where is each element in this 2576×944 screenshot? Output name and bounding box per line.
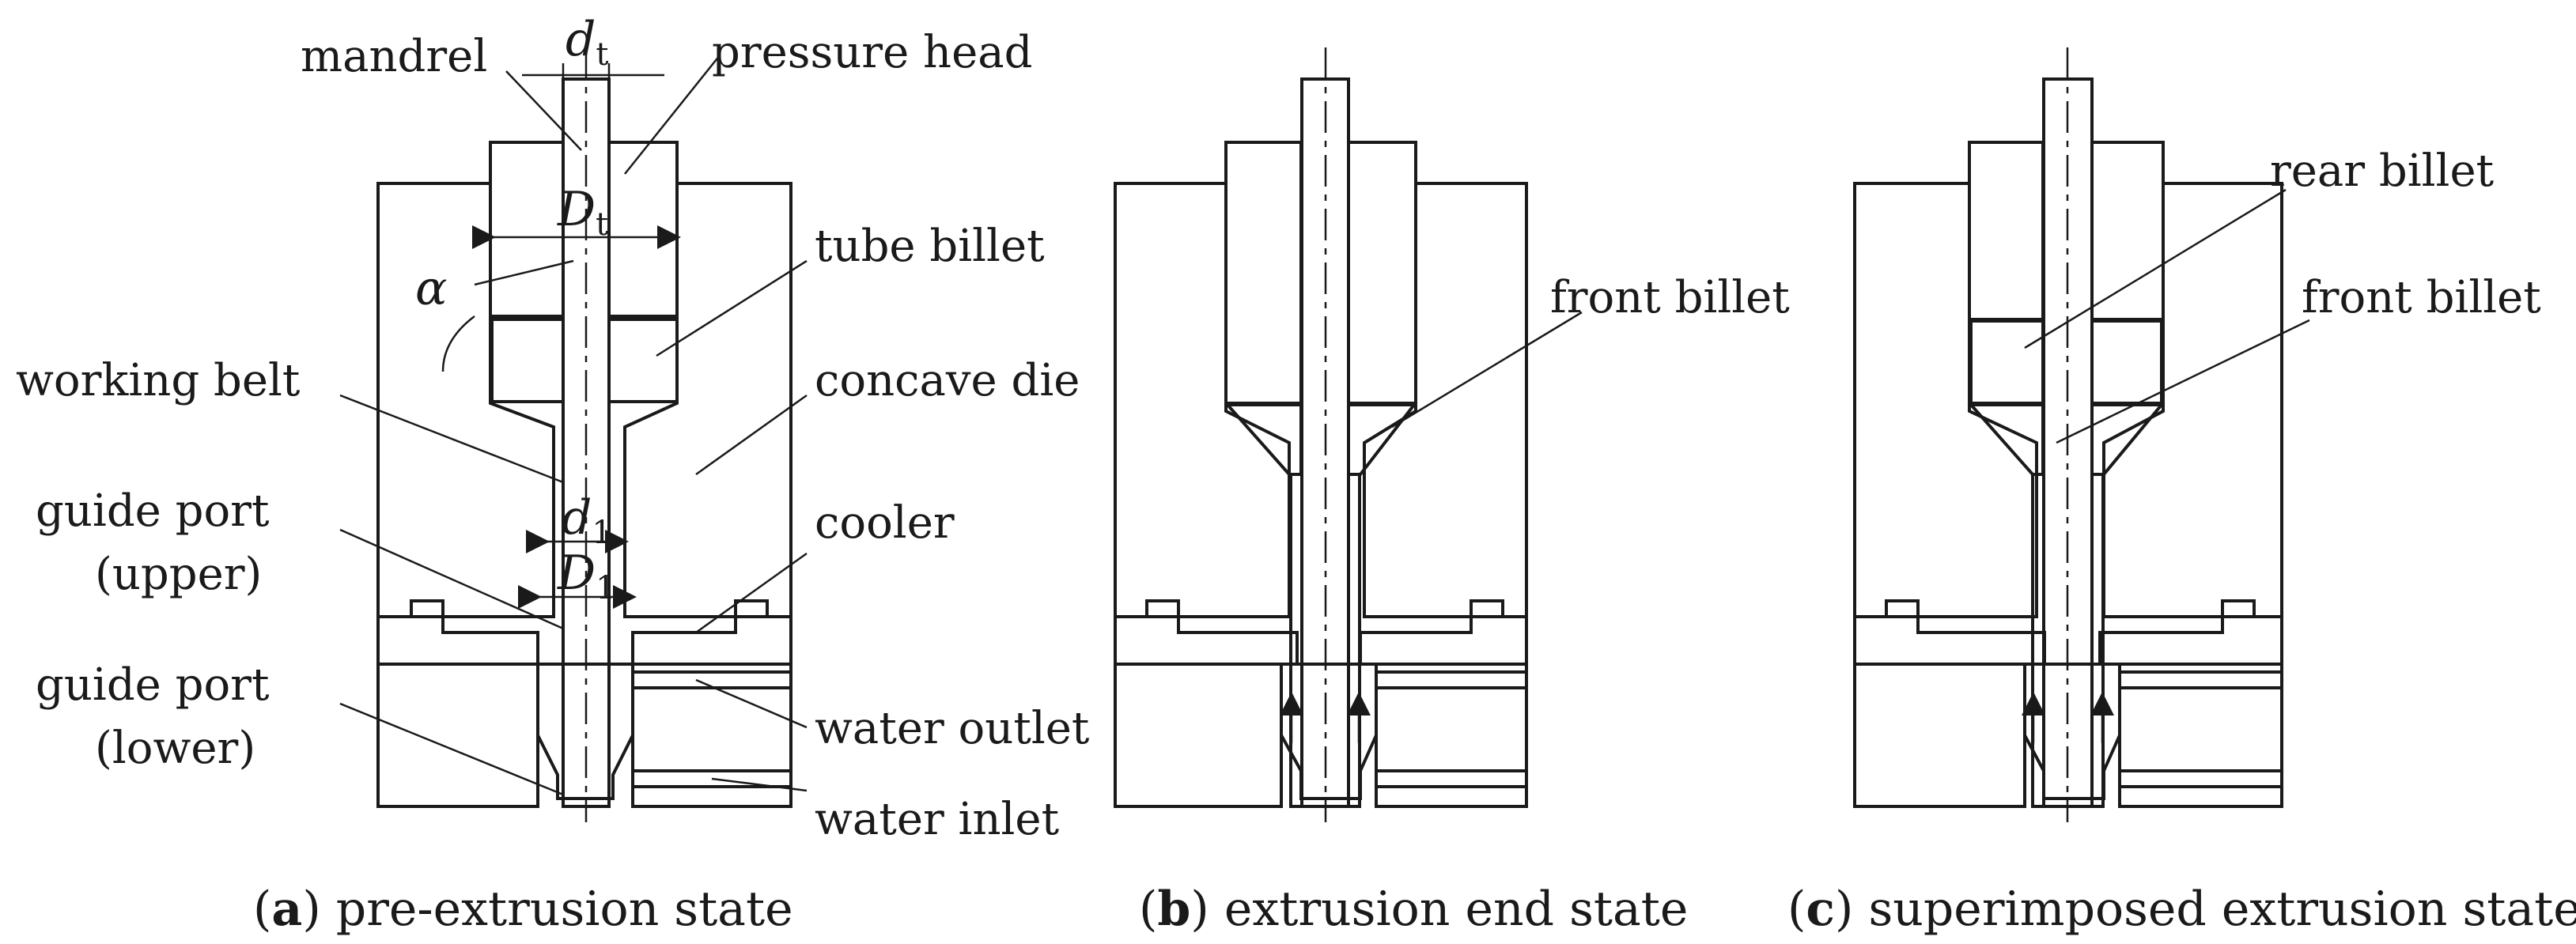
label-tube-billet: tube billet xyxy=(815,221,1045,272)
label-rear-billet: rear billet xyxy=(2270,145,2495,197)
symbol-dt: dt xyxy=(566,12,609,73)
tube-billet-a-left xyxy=(490,318,565,403)
pressure-head-a xyxy=(489,141,565,318)
caption-a: (a) pre-extrusion state xyxy=(253,882,793,937)
symbol-alpha: α xyxy=(415,261,448,316)
label-concave-die: concave die xyxy=(815,355,1080,406)
label-cooler: cooler xyxy=(815,497,955,549)
label-front-billet-b: front billet xyxy=(1550,272,1790,323)
rear-billet-c-left xyxy=(1969,319,2045,405)
pressure-head-a-right xyxy=(607,141,679,318)
label-pressure-head: pressure head xyxy=(712,27,1032,78)
panel-c: rear billet front billet (c) superimpose… xyxy=(1787,47,2576,937)
label-water-outlet: water outlet xyxy=(815,703,1090,754)
label-front-billet-c: front billet xyxy=(2302,272,2541,323)
label-mandrel: mandrel xyxy=(301,31,487,82)
caption-b: (b) extrusion end state xyxy=(1139,882,1688,937)
label-guide-port-upper: guide port xyxy=(36,485,270,537)
cooler-a xyxy=(376,599,539,666)
lower-body-a xyxy=(376,663,539,808)
label-guide-port-lower-2: (lower) xyxy=(95,723,255,774)
label-guide-port-upper-2: (upper) xyxy=(95,549,262,600)
rear-billet-c-right xyxy=(2090,319,2163,405)
label-guide-port-lower: guide port xyxy=(36,659,270,711)
symbol-D1: D1 xyxy=(557,546,616,606)
label-water-inlet: water inlet xyxy=(815,794,1060,845)
tube-billet-a-right xyxy=(607,318,679,403)
cooler-a-right xyxy=(631,599,792,666)
panel-a: mandrel pressure head tube billet workin… xyxy=(16,12,1090,937)
panel-b: front billet (b) extrusion end state xyxy=(1114,47,1790,937)
label-working-belt: working belt xyxy=(16,355,301,406)
lower-body-a-right xyxy=(631,663,792,808)
caption-c: (c) superimposed extrusion state xyxy=(1787,882,2576,937)
symbol-Dt: Dt xyxy=(557,182,608,243)
symbol-d1: d1 xyxy=(562,490,612,551)
